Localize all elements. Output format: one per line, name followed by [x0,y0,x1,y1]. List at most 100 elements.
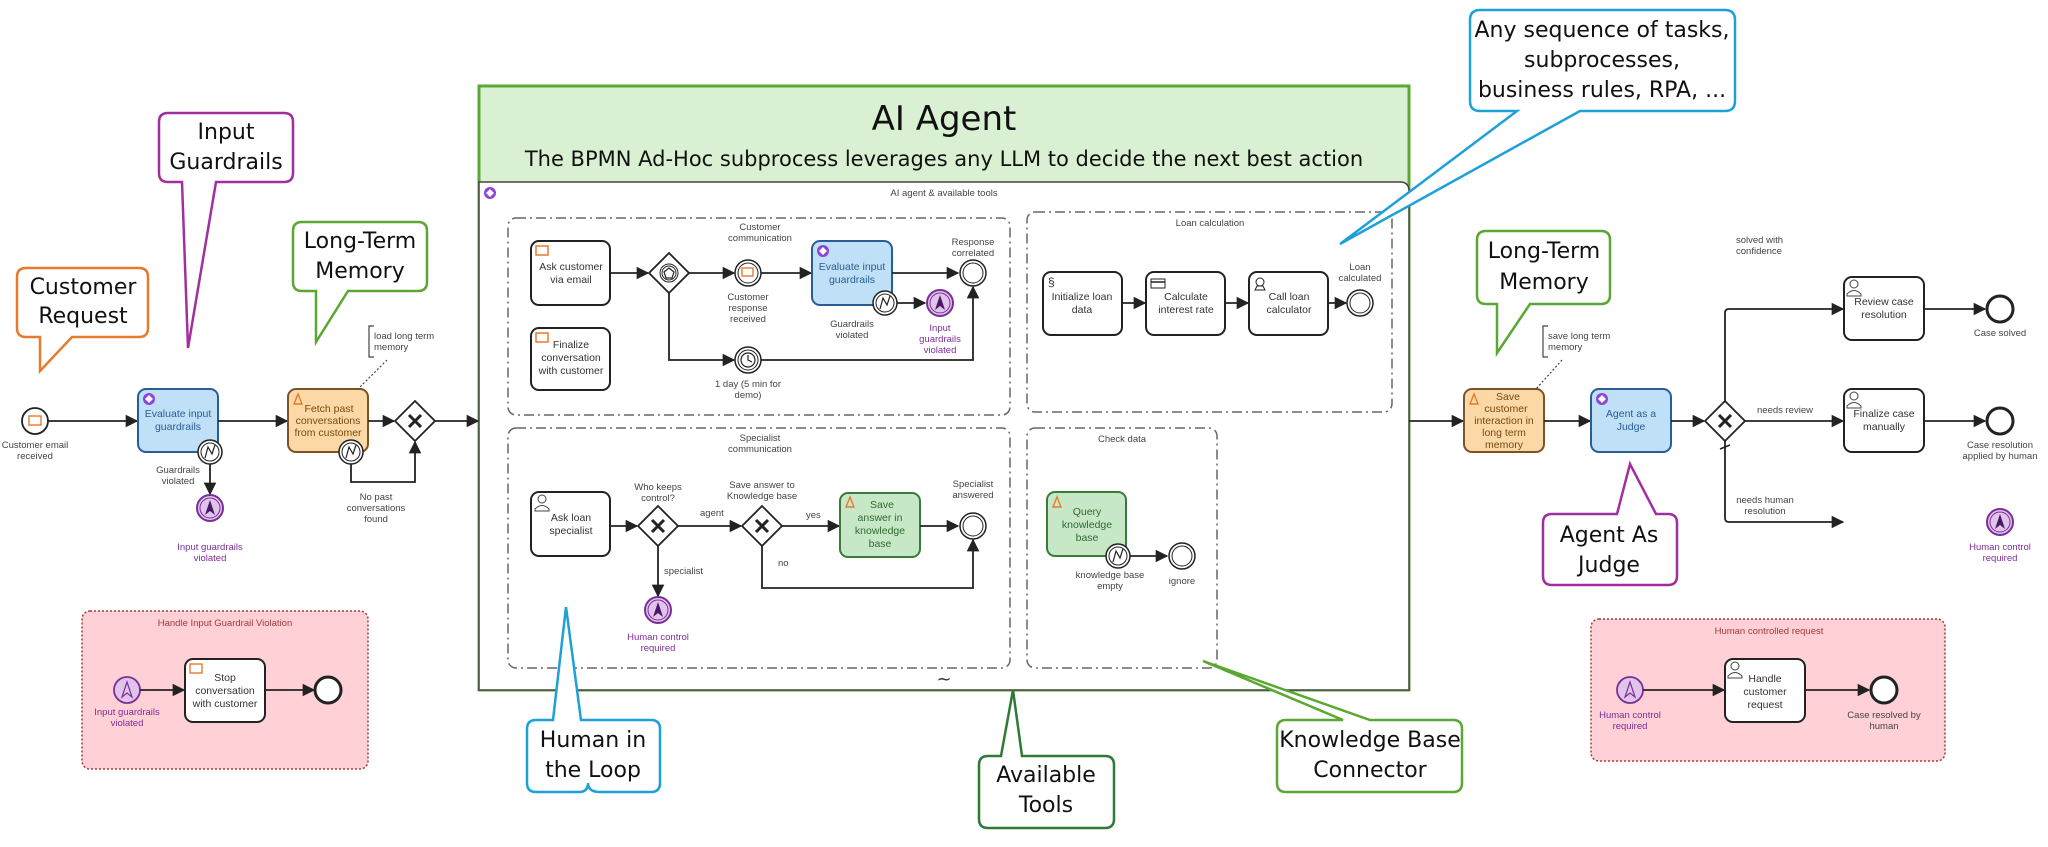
diagram-label: with customer [538,365,604,377]
end-event-specialist-answered[interactable] [959,512,987,540]
diagram-label: specialist [549,525,592,537]
ai-agent-container[interactable]: AI Agent The BPMN Ad-Hoc subprocess leve… [477,84,1411,692]
diagram-label: needs human [1736,495,1794,506]
diagram-label: from customer [294,427,362,439]
ai-agent-subtitle: The BPMN Ad-Hoc subprocess leverages any… [524,147,1363,171]
message-icon [741,267,754,277]
task-stop-conversation[interactable]: Stop conversation with customer [184,658,266,723]
event-subprocess-input-guardrail-violation[interactable]: Handle Input Guardrail Violation Input g… [81,610,369,770]
exclusive-x-icon [1717,413,1733,429]
boundary-error-no-past[interactable] [338,439,364,465]
diagram-label: Fetch past [304,403,353,415]
diagram-label: Input guardrails [94,707,160,718]
diagram-label: found [364,514,388,525]
diagram-label: the Loop [545,758,641,783]
diagram-label: Memory [1499,270,1588,295]
task-ask-loan-specialist[interactable]: Ask loan specialist [530,491,611,557]
diagram-label: received [17,451,53,462]
boundary-error-event[interactable] [872,290,898,316]
end-event-case-resolved[interactable] [1869,675,1899,705]
exclusive-x-icon [650,518,666,534]
task-query-knowledge-base[interactable]: Query knowledge base [1046,491,1127,557]
task-finalize-conversation[interactable]: Finalize conversation with customer [530,327,611,391]
diagram-label: interest rate [1158,304,1214,316]
task-handle-customer-request[interactable]: Handle customer request [1724,658,1806,723]
timer-event[interactable] [734,346,762,374]
boundary-error-kb-empty[interactable] [1105,543,1131,569]
diagram-label: required [1983,553,2018,564]
subprocess-specialist-communication[interactable]: Specialist communication Ask loan specia… [507,427,1011,669]
annotation-save-ltm: save long term memory [1535,325,1610,390]
task-save-answer-in-knowledge-base[interactable]: Save answer in knowledge base [839,492,921,558]
diagram-label: data [1072,304,1093,316]
escalation-end-human-control[interactable] [644,596,672,624]
diagram-label: Long-Term [304,229,416,254]
diagram-label: solved with [1736,235,1783,246]
event-customer-response-received[interactable] [734,259,762,287]
diagram-label: confidence [1736,246,1782,257]
clock-icon [740,352,756,368]
diagram-label: Judge [1617,421,1646,433]
diagram-label: Knowledge base [727,491,797,502]
error-lightning-icon [345,444,357,459]
diagram-label: resolution [1861,309,1907,321]
end-event[interactable] [313,675,343,705]
event-based-gateway[interactable] [647,251,691,295]
event-subprocess-human-controlled-request[interactable]: Human controlled request Human control r… [1590,618,1946,762]
end-event-loan-calculated[interactable] [1346,289,1374,317]
diagram-label: Judge [1576,553,1640,578]
diagram-label: Customer [30,275,138,300]
task-save-customer-interaction[interactable]: Save customer interaction in long term m… [1463,388,1545,453]
task-agent-as-a-judge[interactable]: Agent as a Judge [1590,388,1672,453]
diagram-label: base [869,538,892,550]
diagram-label: Case solved [1974,328,2026,339]
subprocess-loan-calculation[interactable]: Loan calculation § Initialize loan data … [1026,211,1393,413]
task-ask-customer-via-email[interactable]: Ask customer via email [530,240,611,306]
end-event-ignore[interactable] [1168,542,1196,570]
diagram-label: knowledge [855,525,905,537]
escalation-end-event[interactable] [926,289,954,317]
diagram-label: Case resolution [1967,440,2033,451]
gateway-who-keeps-control[interactable] [636,504,680,548]
diagram-label: customer [1484,403,1528,415]
diagram-label: guardrails [155,421,201,433]
customer-comm-title-1: Customer [739,222,780,233]
exclusive-gateway-merge-left[interactable] [393,399,437,443]
end-event-case-solved[interactable] [1985,294,2015,324]
escalation-end-human-control-right[interactable] [1986,508,2014,536]
diagram-label: Any sequence of tasks, [1475,18,1730,43]
task-initialize-loan-data[interactable]: § Initialize loan data [1042,271,1123,336]
diagram-label: violated [924,345,957,356]
subprocess-customer-communication[interactable]: Customer communication Ask customer via … [507,217,1011,416]
task-call-loan-calculator[interactable]: Call loan calculator [1248,271,1329,336]
diagram-label: violated [194,553,227,564]
diagram-label: save long term [1548,331,1610,342]
task-fetch-past-conversations[interactable]: Fetch past conversations from customer [287,388,369,453]
end-event-response-correlated[interactable] [959,259,987,287]
boundary-error-guardrails[interactable] [197,439,223,465]
annotation-load-ltm: load long term memory [357,325,434,390]
diagram-label: Ask loan [551,512,591,524]
end-event-case-applied[interactable] [1985,406,2015,436]
task-calculate-interest-rate[interactable]: Calculate interest rate [1145,271,1226,336]
error-lightning-icon [204,444,216,459]
diagram-label: conversation [541,352,601,364]
default-flow-marker [1719,444,1731,450]
start-event-customer-email[interactable] [21,407,49,435]
diagram-label: violated [836,330,869,341]
diagram-label: Handle Input Guardrail Violation [158,618,293,629]
task-review-case-resolution[interactable]: Review case resolution [1843,276,1925,341]
exclusive-gateway-judge-decision[interactable] [1703,399,1747,443]
diagram-label: correlated [952,248,994,259]
diagram-label: Request [38,304,128,329]
diagram-label: Save [1496,391,1520,403]
task-finalize-case-manually[interactable]: Finalize case manually [1843,388,1925,453]
subprocess-check-data[interactable]: Check data Query knowledge base knowledg… [1026,427,1218,669]
escalation-end-input-guardrails[interactable] [196,494,224,522]
diagram-label: Input [198,120,255,145]
diagram-label: Loan [1349,262,1370,273]
diagram-label: Long-Term [1488,239,1600,264]
diagram-label: Human control [627,632,689,643]
diagram-label: Agent As [1560,523,1659,548]
diagram-label: Agent as a [1606,408,1656,420]
